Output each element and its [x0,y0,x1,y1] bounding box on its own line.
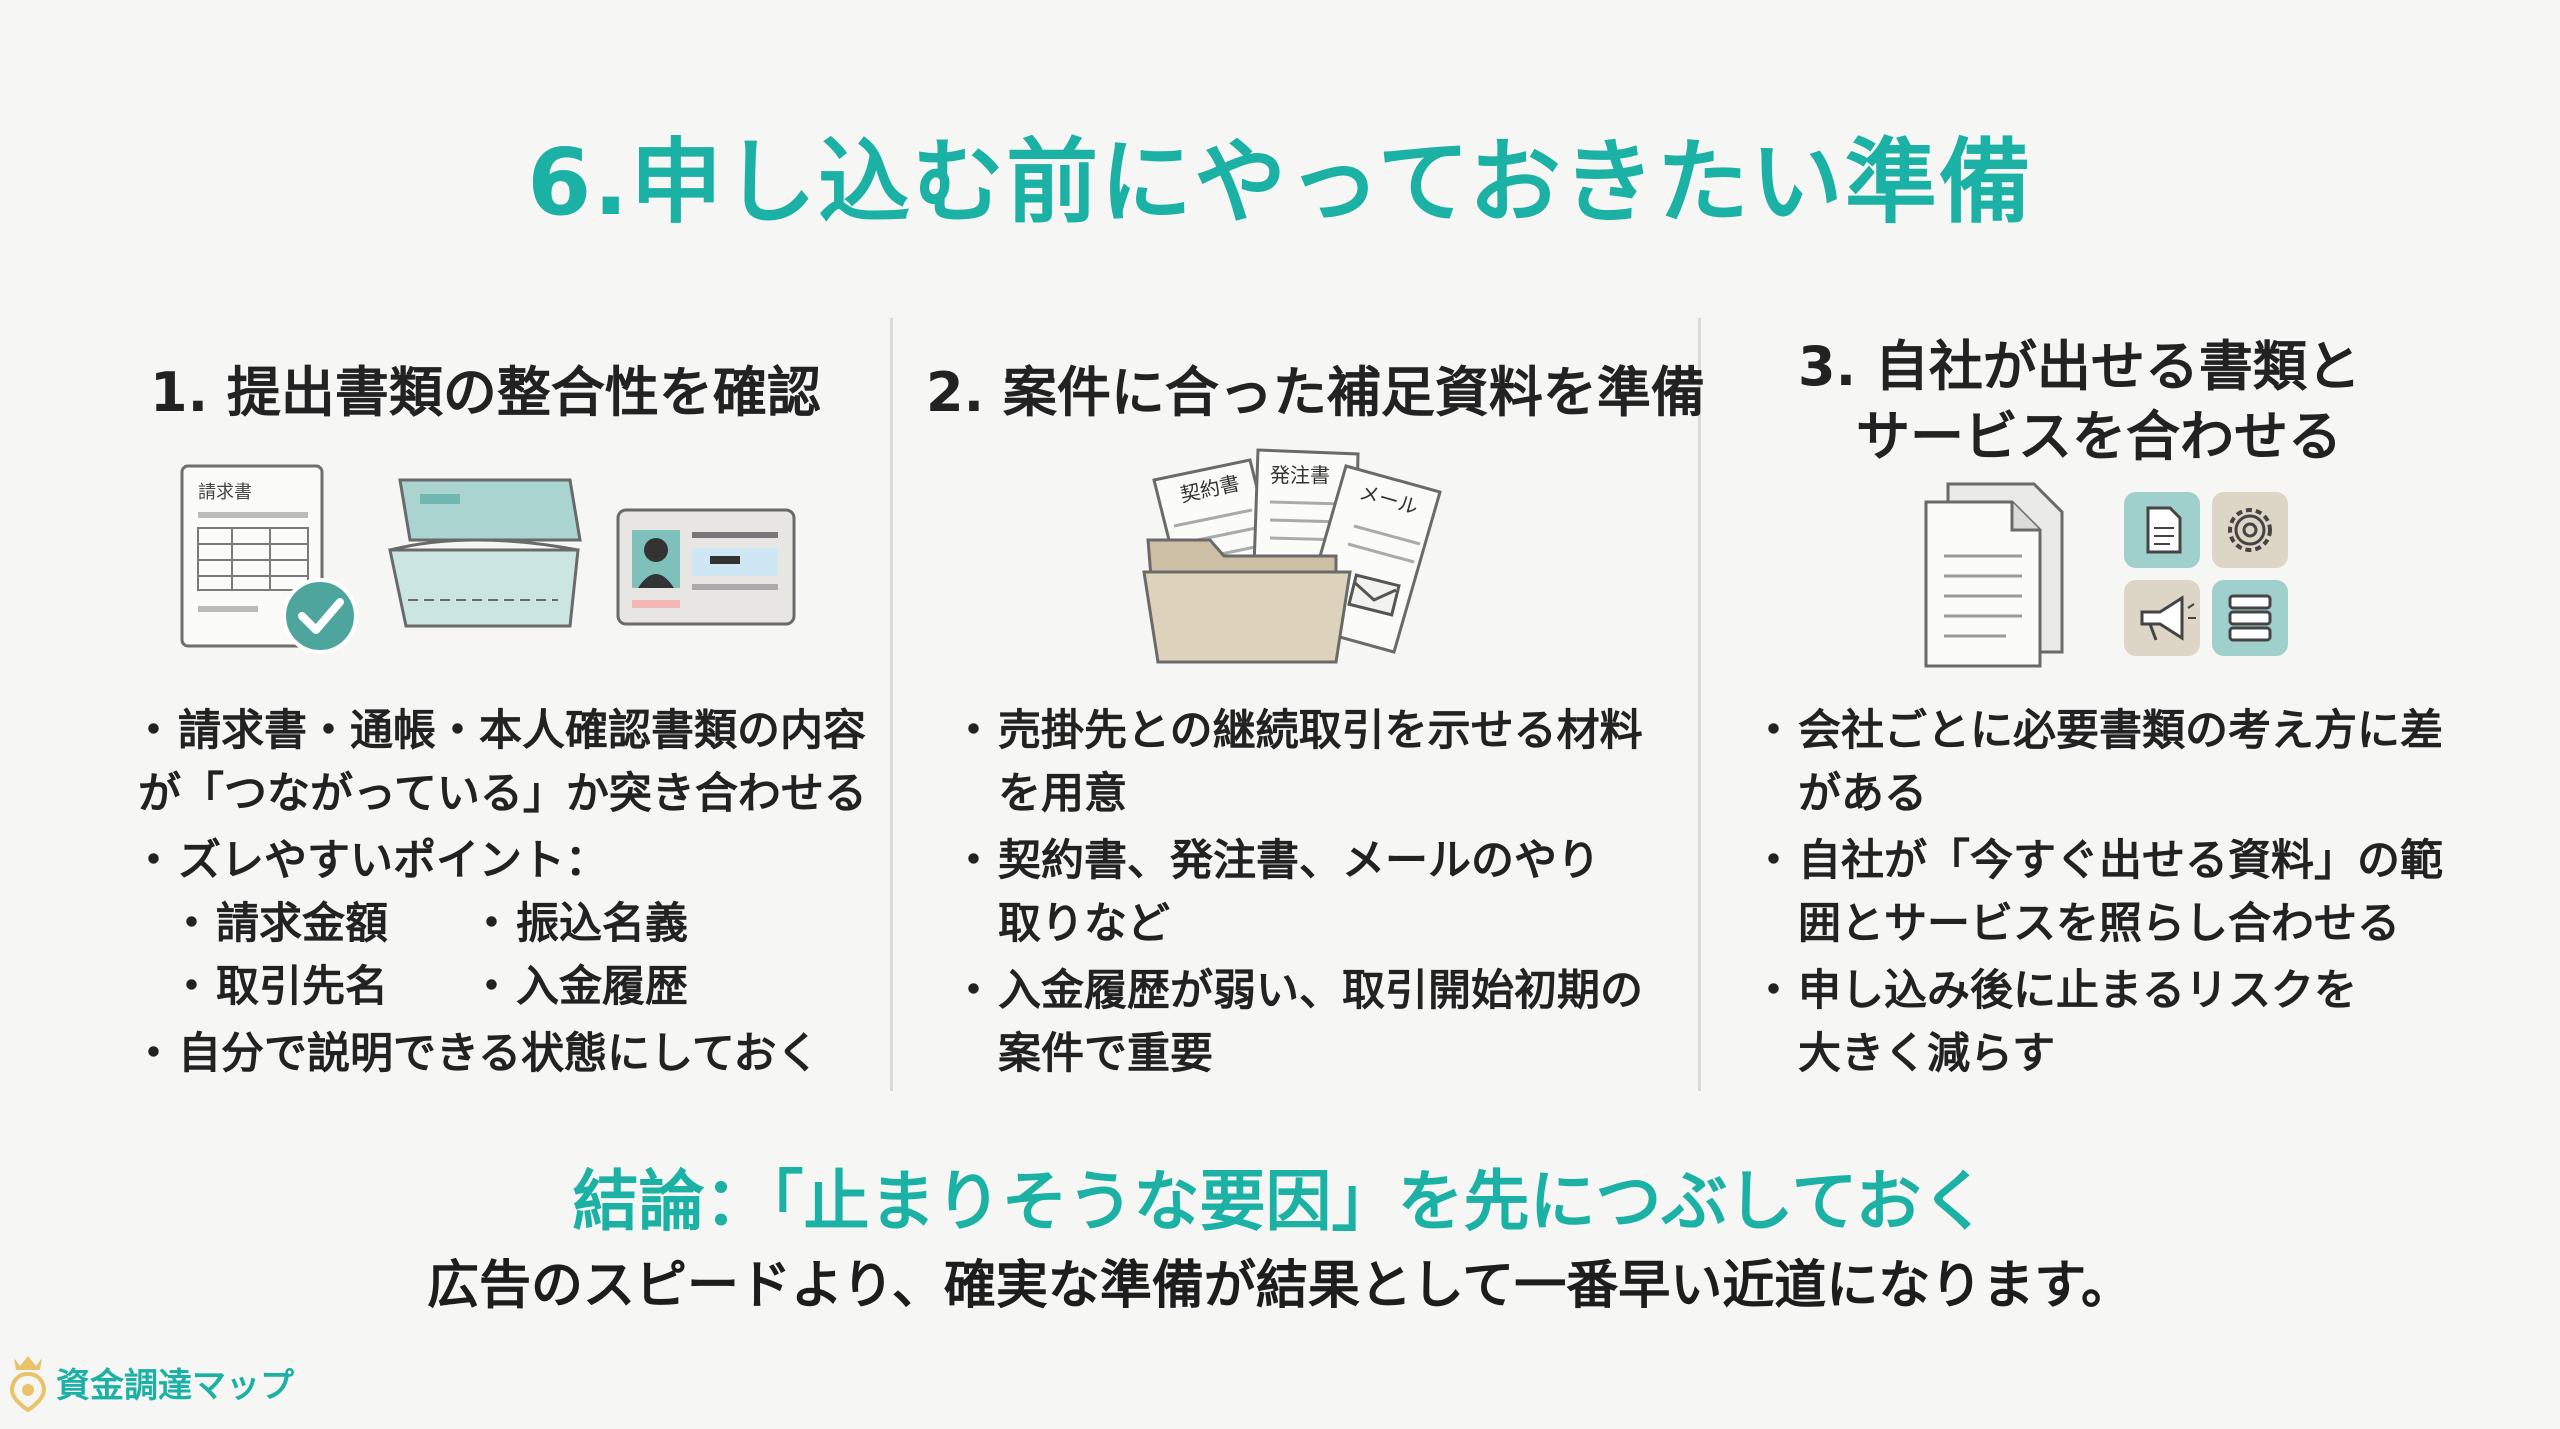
sub-point: 取引先名 [170,956,478,1019]
column-2-illustration: 契約書 発注書 メール [1142,448,1442,664]
column-1-bullets: 請求書・通帳・本人確認書類の内容 が「つながっている」か突き合わせる ズレやすい… [132,700,867,1086]
checkmark-badge-icon [282,578,358,654]
column-divider-2 [1698,318,1701,1091]
list-item-continuation: が「つながっている」か突き合わせる [138,769,867,819]
column-3-illustration [1924,482,2288,668]
doc-label-order: 発注書 [1270,463,1330,487]
envelope-icon [1347,573,1401,617]
megaphone-icon [2124,580,2200,656]
list-item: 自分で説明できる状態にしておく [132,1023,867,1086]
documents-stack-icon [1924,482,2064,668]
column-1-heading: 1. 提出書類の整合性を確認 [150,361,821,424]
column-3-heading-line2: サービスを合わせる [1856,405,2342,468]
column-2-bullets: 売掛先との継続取引を示せる材料 を用意 契約書、発注書、メールのやり 取りなど … [952,700,1643,1086]
sub-point-grid: 請求金額 振込名義 取引先名 入金履歴 [100,893,867,1019]
logo-pin-icon [9,1356,47,1412]
list-item: 売掛先との継続取引を示せる材料 を用意 [952,700,1643,826]
document-icon [2124,492,2200,568]
invoice-label: 請求書 [198,482,252,503]
folder-icon [1142,538,1352,664]
column-divider-1 [890,318,893,1091]
sub-point: 入金履歴 [470,956,778,1019]
list-item: 自社が「今すぐ出せる資料」の範 囲とサービスを照らし合わせる [1752,830,2443,956]
list-item: 会社ごとに必要書類の考え方に差 がある [1752,700,2443,826]
brand-logo: 資金調達マップ [8,1352,294,1412]
logo-text: 資金調達マップ [56,1365,294,1406]
gear-icon [2212,492,2288,568]
column-2-heading: 2. 案件に合った補足資料を準備 [926,361,1705,424]
column-1-illustration: 請求書 [180,464,796,654]
list-item: 入金履歴が弱い、取引開始初期の 案件で重要 [952,960,1643,1086]
list-item: 請求書・通帳・本人確認書類の内容 [132,700,867,763]
list-item: 申し込み後に止まるリスクを 大きく減らす [1752,960,2443,1086]
list-item: 契約書、発注書、メールのやり 取りなど [952,830,1643,956]
tagline: 広告のスピードより、確実な準備が結果として一番早い近道になります。 [426,1256,2134,1316]
id-card-icon [616,508,796,626]
sub-point: 請求金額 [170,893,478,956]
list-item: ズレやすいポイント： [132,830,867,893]
sub-point: 振込名義 [470,893,778,956]
conclusion-heading: 結論：「止まりそうな要因」を先につぶしておく [572,1163,1988,1240]
column-3-heading-line1: 3. 自社が出せる書類と [1798,335,2361,398]
column-3-bullets: 会社ごとに必要書類の考え方に差 がある 自社が「今すぐ出せる資料」の範 囲とサー… [1752,700,2443,1086]
server-list-icon [2212,580,2288,656]
page-title: 6.申し込む前にやっておきたい準備 [527,129,2033,236]
bankbook-icon [388,478,582,628]
